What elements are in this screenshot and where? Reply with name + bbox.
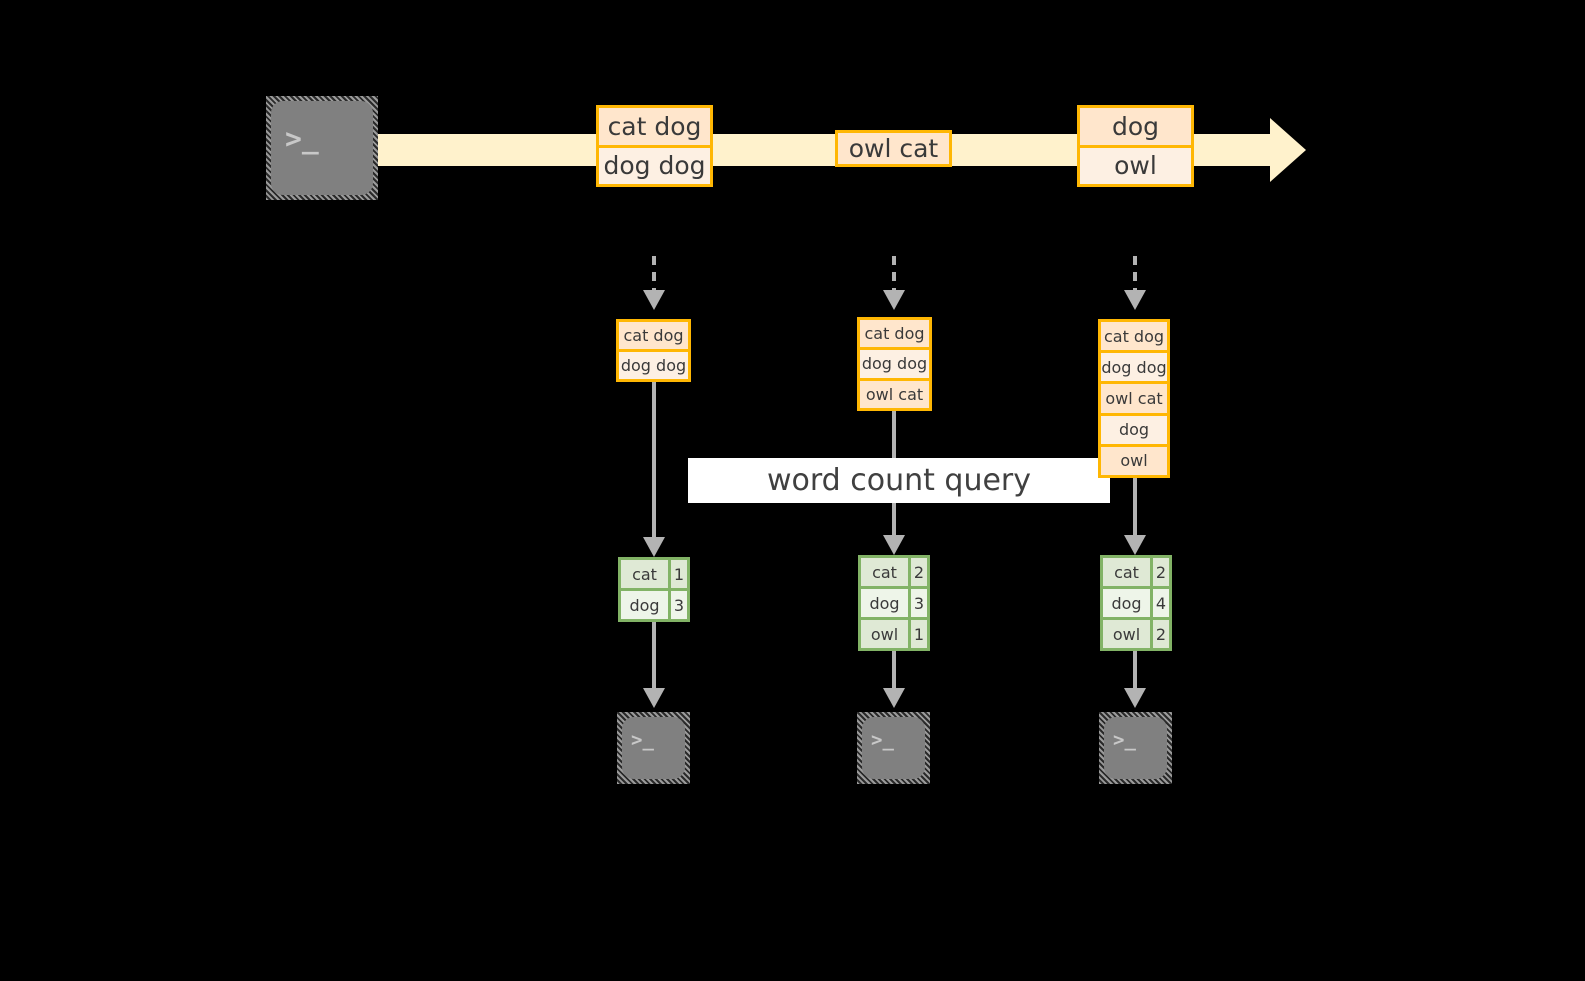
snapshot-1-result-row-1: cat 1 (621, 560, 687, 588)
stream-batch-3: dog owl (1077, 105, 1194, 187)
snapshot-2-sink-terminal-body: >_ (862, 717, 925, 779)
snapshot-2-input-line-3: owl cat (860, 377, 929, 408)
snapshot-2-input-table: cat dog dog dog owl cat (857, 317, 932, 411)
stream-batch-2-line-1: owl cat (848, 134, 939, 163)
snapshot-3-result-row-3: owl 2 (1103, 617, 1169, 648)
snapshot-2-input-line-1: cat dog (864, 324, 925, 344)
snapshot-1-sink-terminal-prompt: >_ (631, 729, 654, 751)
snapshot-2-sink-connector (892, 651, 896, 693)
snapshot-3-sink-arrowhead (1124, 688, 1146, 708)
snapshot-3-result-row-1: cat 2 (1103, 558, 1169, 586)
snapshot-1-query-connector (652, 382, 656, 542)
query-banner: word count query (688, 458, 1110, 503)
snapshot-3-result-word-1: cat (1103, 558, 1150, 586)
snapshot-3-sink-terminal-body: >_ (1104, 717, 1167, 779)
query-banner-label: word count query (766, 463, 1032, 498)
snapshot-3-result-word-3: owl (1103, 620, 1150, 648)
snapshot-1-result-word-2: dog (629, 595, 660, 615)
snapshot-3-sink-terminal-prompt: >_ (1113, 729, 1136, 751)
stream-arrow-head (1270, 118, 1306, 182)
snapshot-1-result-row-2: dog 3 (621, 588, 687, 619)
snapshot-2-sink-terminal-prompt: >_ (871, 729, 894, 751)
snapshot-3-result-count-3: 2 (1150, 620, 1169, 648)
snapshot-1-input-table: cat dog dog dog (616, 319, 691, 382)
snapshot-1-dashed-connector (652, 256, 656, 294)
snapshot-2-result-row-2: dog 3 (861, 586, 927, 617)
stream-batch-3-line-1: dog (1111, 111, 1160, 141)
snapshot-2-sink-terminal-icon: >_ (857, 712, 930, 784)
snapshot-1-query-arrowhead (643, 537, 665, 557)
snapshot-2-result-count-2: 3 (908, 589, 927, 617)
snapshot-1-dashed-arrowhead (643, 290, 665, 310)
snapshot-3-result-row-2: dog 4 (1103, 586, 1169, 617)
snapshot-1-sink-terminal-icon: >_ (617, 712, 690, 784)
snapshot-1-result-count-2: 3 (668, 591, 687, 619)
source-terminal-icon: >_ (266, 96, 378, 200)
snapshot-1-sink-terminal-body: >_ (622, 717, 685, 779)
snapshot-1-result-word-1: cat (621, 560, 668, 588)
snapshot-2-result-word-3: owl (861, 620, 908, 648)
snapshot-2-result-row-3: owl 1 (861, 617, 927, 648)
snapshot-3-sink-terminal-icon: >_ (1099, 712, 1172, 784)
snapshot-2-input-line-2: dog dog (860, 347, 929, 378)
snapshot-2-result-count-3: 1 (908, 620, 927, 648)
snapshot-3-input-line-3: owl cat (1101, 381, 1167, 412)
snapshot-2-dashed-arrowhead (883, 290, 905, 310)
snapshot-3-input-line-4: dog (1101, 412, 1167, 444)
snapshot-3-result-count-1: 2 (1150, 558, 1169, 586)
stream-batch-1-line-1: cat dog (607, 111, 702, 141)
snapshot-2-sink-arrowhead (883, 688, 905, 708)
snapshot-3-input-line-1: cat dog (1103, 326, 1165, 346)
source-terminal-prompt: >_ (285, 122, 319, 155)
snapshot-3-input-line-5: owl (1101, 443, 1167, 475)
snapshot-2-result-word-2: dog (869, 593, 900, 613)
stream-batch-3-line-2: owl (1080, 144, 1191, 184)
snapshot-3-result-table: cat 2 dog 4 owl 2 (1100, 555, 1172, 651)
snapshot-3-dashed-connector (1133, 256, 1137, 294)
snapshot-2-result-table: cat 2 dog 3 owl 1 (858, 555, 930, 651)
snapshot-3-query-arrowhead (1124, 535, 1146, 555)
snapshot-1-input-line-1: cat dog (623, 326, 684, 345)
snapshot-1-sink-connector (652, 622, 656, 692)
snapshot-3-sink-connector (1133, 651, 1137, 693)
snapshot-3-input-line-2: dog dog (1101, 350, 1167, 382)
snapshot-2-query-arrowhead (883, 535, 905, 555)
snapshot-2-result-row-1: cat 2 (861, 558, 927, 586)
snapshot-1-result-table: cat 1 dog 3 (618, 557, 690, 622)
snapshot-2-result-count-1: 2 (908, 558, 927, 586)
snapshot-2-result-word-1: cat (861, 558, 908, 586)
snapshot-3-dashed-arrowhead (1124, 290, 1146, 310)
snapshot-1-sink-arrowhead (643, 688, 665, 708)
snapshot-3-result-count-2: 4 (1150, 589, 1169, 617)
source-terminal-body: >_ (271, 101, 373, 195)
snapshot-1-input-line-2: dog dog (619, 349, 688, 379)
stream-batch-2: owl cat (835, 130, 952, 167)
snapshot-1-result-count-1: 1 (668, 560, 687, 588)
snapshot-2-dashed-connector (892, 256, 896, 294)
snapshot-3-result-word-2: dog (1111, 593, 1142, 613)
stream-batch-1-line-2: dog dog (599, 144, 710, 184)
snapshot-3-query-connector (1133, 478, 1137, 540)
snapshot-3-input-table: cat dog dog dog owl cat dog owl (1098, 319, 1170, 478)
stream-batch-1: cat dog dog dog (596, 105, 713, 187)
